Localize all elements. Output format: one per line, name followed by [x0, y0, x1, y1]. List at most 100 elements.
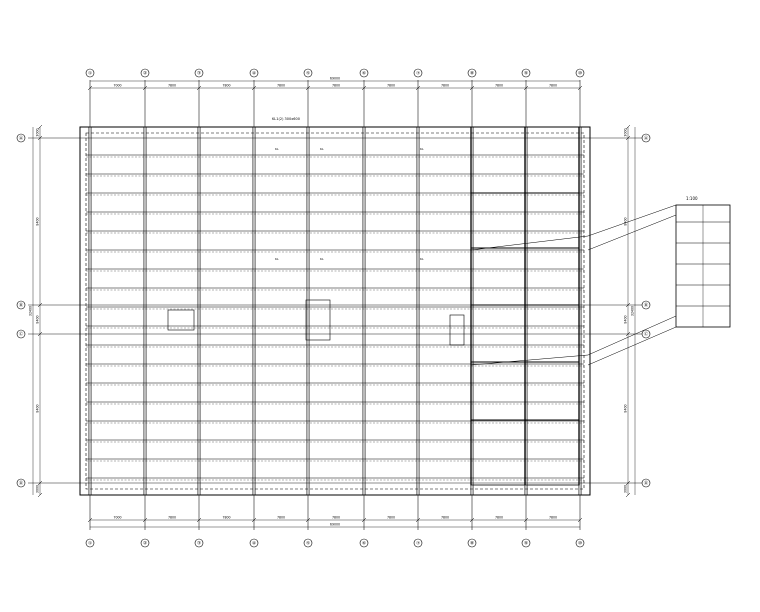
beam-label: KL — [275, 257, 279, 261]
column-axis-bubble: ④ — [249, 68, 259, 78]
dimension-value: 3000 — [36, 128, 40, 136]
dimension-value: 8400 — [624, 217, 628, 225]
dimension-tick — [625, 331, 631, 337]
column-axis-bubble: ⑦ — [413, 68, 423, 78]
row-gridlines — [28, 137, 650, 484]
dimension-value: 7800 — [441, 84, 449, 88]
dimension-tick — [87, 85, 93, 91]
column-axis-bubble: ⑩ — [575, 68, 585, 78]
dimension-tick — [37, 331, 43, 337]
dimension-tick — [196, 517, 202, 523]
secondary-beams — [86, 127, 584, 495]
dimension-tick — [305, 517, 311, 523]
column-axis-bubble: ⑨ — [521, 68, 531, 78]
beam-label: KL — [320, 257, 324, 261]
axis-label: Ⓑ — [19, 302, 24, 309]
column-axis-bubble: ⑨ — [521, 538, 531, 548]
dimension-tick — [37, 492, 43, 498]
row-axis-bubble: Ⓒ — [641, 329, 651, 339]
dimension-tick — [625, 492, 631, 498]
dimension-value: 7800 — [495, 84, 503, 88]
top-callout: KL1(2) 300x600 — [272, 117, 300, 121]
axis-label: Ⓑ — [644, 302, 649, 309]
dimension-value: 7800 — [277, 516, 285, 520]
building-outline — [79, 126, 591, 496]
dimension-tick — [196, 85, 202, 91]
dimension-total: 32400 — [631, 306, 635, 316]
dimension-value: 8400 — [36, 315, 40, 323]
row-axis-bubbles-right: Ⓐ Ⓑ Ⓒ Ⓓ — [641, 133, 651, 488]
dimension-tick — [87, 517, 93, 523]
column-axis-bubble: ① — [85, 68, 95, 78]
dimension-tick — [142, 517, 148, 523]
axis-label: ⑩ — [578, 541, 582, 547]
axis-label: ① — [88, 71, 92, 77]
dimension-value: 3000 — [624, 128, 628, 136]
column-axis-bubble: ② — [140, 68, 150, 78]
dimension-tick — [469, 85, 475, 91]
dimension-value: 7000 — [113, 84, 121, 88]
dimension-total: 69000 — [330, 77, 340, 81]
dimension-lines: 7000 7800 7800 7800 7800 7800 7800 7800 7800 6900… — [29, 77, 636, 528]
dimension-value: 7800 — [168, 84, 176, 88]
dimension-value: 3000 — [36, 485, 40, 493]
row-axis-bubble: Ⓑ — [16, 300, 26, 310]
beam-label: KL — [420, 147, 424, 151]
axis-label: ⑩ — [578, 71, 582, 77]
dimension-value: 8400 — [624, 315, 628, 323]
stair-opening — [305, 299, 331, 341]
axis-label: Ⓓ — [19, 480, 24, 487]
dimension-tick — [37, 135, 43, 141]
axis-label: Ⓓ — [644, 480, 649, 487]
row-axis-bubble: Ⓓ — [16, 478, 26, 488]
column-axis-bubble: ⑤ — [303, 538, 313, 548]
dimension-tick — [523, 85, 529, 91]
dimension-tick — [415, 517, 421, 523]
axis-label: Ⓒ — [644, 331, 649, 338]
dimension-value: 7800 — [441, 516, 449, 520]
row-axis-bubble: Ⓐ — [641, 133, 651, 143]
column-axis-bubble: ⑩ — [575, 538, 585, 548]
dimension-value: 7800 — [332, 84, 340, 88]
dimension-value: 3000 — [624, 485, 628, 493]
axis-label: ① — [88, 541, 92, 547]
beam-label: KL — [320, 147, 324, 151]
axis-label: ⑨ — [524, 541, 528, 547]
axis-label: ⑥ — [362, 541, 366, 547]
dimension-value: 7800 — [168, 516, 176, 520]
axis-label: ③ — [197, 71, 201, 77]
dimension-value: 7800 — [222, 516, 230, 520]
beam-label: KL — [420, 257, 424, 261]
row-axis-bubble: Ⓓ — [641, 478, 651, 488]
row-axis-bubble: Ⓒ — [16, 329, 26, 339]
axis-label: ⑦ — [416, 541, 420, 547]
dimension-value: 7800 — [277, 84, 285, 88]
dimension-value: 8400 — [624, 404, 628, 412]
stair-opening — [449, 314, 465, 346]
dimension-tick — [577, 517, 583, 523]
dimension-tick — [625, 135, 631, 141]
dimension-tick — [305, 85, 311, 91]
dimension-value: 7800 — [495, 516, 503, 520]
dimension-value: 7800 — [387, 84, 395, 88]
axis-label: ② — [143, 71, 147, 77]
column-axis-bubble: ④ — [249, 538, 259, 548]
inset-title: 1:100 — [686, 196, 698, 201]
axis-label: Ⓐ — [644, 135, 649, 142]
dimension-tick — [469, 517, 475, 523]
slab-edge-dashed — [85, 132, 585, 490]
dimension-tick — [361, 85, 367, 91]
dimension-tick — [37, 480, 43, 486]
axis-label: ④ — [252, 71, 256, 77]
dimension-value: 7800 — [549, 516, 557, 520]
row-axis-bubble: Ⓑ — [641, 300, 651, 310]
dimension-tick — [523, 517, 529, 523]
inset-detail: 1:100 — [470, 196, 731, 366]
axis-label: ③ — [197, 541, 201, 547]
stair-opening — [167, 309, 195, 331]
column-axis-bubble: ③ — [194, 538, 204, 548]
